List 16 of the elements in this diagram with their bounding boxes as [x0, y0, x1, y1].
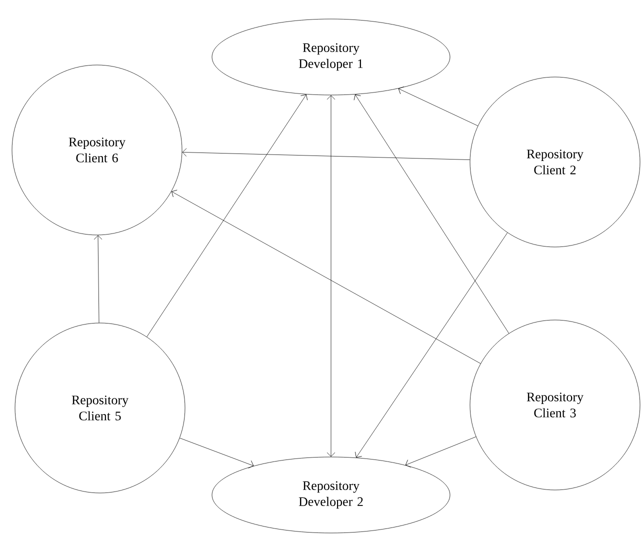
ellipse-node: Repository Developer 1	[212, 18, 450, 96]
ellipse-node: Repository Developer 2	[212, 456, 450, 534]
arrow	[398, 86, 478, 126]
arrow	[355, 232, 508, 458]
arrow	[354, 94, 510, 334]
arrow	[146, 94, 308, 338]
arrow	[182, 148, 470, 160]
arrow	[405, 436, 476, 468]
arrow	[326, 95, 336, 457]
arrow	[180, 438, 254, 468]
circle-node: Repository Client 6	[12, 64, 182, 236]
arrow	[94, 235, 102, 323]
circle-node: Repository Client 5	[14, 322, 186, 494]
circle-node: Repository Client 2	[470, 76, 640, 248]
arrow	[172, 190, 481, 364]
circle-node: Repository Client 3	[470, 320, 640, 490]
